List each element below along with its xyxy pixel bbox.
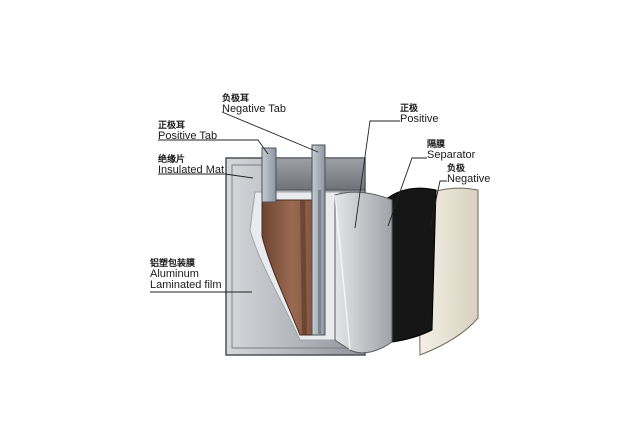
positive-tab-shape: [261, 147, 277, 203]
leader-positive-tab: [158, 139, 269, 155]
label-insulated-mat-zh: 绝缘片: [158, 154, 186, 164]
leader-negative-tab: [221, 111, 319, 153]
label-aluminum-film-zh: 铝塑包装膜: [150, 258, 196, 268]
separator-sheet: [384, 187, 437, 343]
label-separator-en: Separator: [427, 149, 476, 161]
positive-sheet: [334, 191, 393, 354]
label-aluminum-film: 铝塑包装膜 Aluminum Laminated film: [150, 259, 222, 291]
negative-tab-shape: [311, 144, 326, 336]
label-negative-zh: 负极: [447, 163, 466, 173]
label-positive-zh: 正极: [400, 103, 419, 113]
leader-lines: [150, 111, 447, 293]
leader-negative: [429, 180, 447, 229]
label-negative-en: Negative: [447, 173, 491, 185]
label-positive-tab-zh: 正极耳: [158, 120, 186, 130]
label-positive-en: Positive: [400, 113, 439, 125]
label-separator: 隔膜 Separator: [427, 140, 475, 161]
label-insulated-mat-en: Insulated Mat: [158, 164, 225, 176]
label-insulated-mat: 绝缘片 Insulated Mat: [158, 155, 224, 176]
leader-insulated-mat: [158, 173, 254, 179]
label-positive: 正极 Positive: [400, 104, 439, 125]
electrode-core: [261, 199, 323, 336]
label-negative-tab-zh: 负极耳: [222, 93, 250, 103]
label-negative-tab: 负极耳 Negative Tab: [222, 94, 286, 115]
leader-separator: [387, 157, 427, 227]
label-positive-tab: 正极耳 Positive Tab: [158, 121, 217, 142]
label-negative-tab-en: Negative Tab: [222, 103, 287, 115]
label-aluminum-film-en: Aluminum: [150, 268, 199, 280]
label-negative: 负极 Negative: [447, 164, 490, 185]
label-aluminum-film-en2: Laminated film: [150, 279, 222, 291]
leader-positive: [354, 120, 400, 229]
label-positive-tab-en: Positive Tab: [158, 130, 218, 142]
label-separator-zh: 隔膜: [427, 139, 446, 149]
